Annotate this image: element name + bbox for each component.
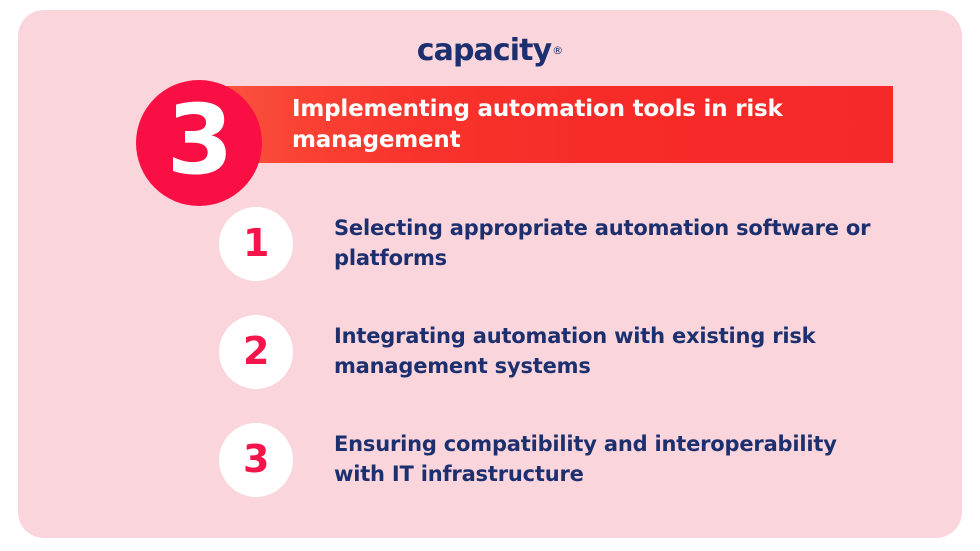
registered-trademark-icon: ® [552, 43, 564, 57]
step-number-circle: 2 [219, 315, 293, 389]
step-number: 2 [243, 329, 269, 373]
brand-name: capacity [416, 33, 552, 68]
step-label: Selecting appropriate automation softwar… [334, 216, 871, 270]
step-number: 3 [243, 437, 269, 481]
step-number-circle: 1 [219, 207, 293, 281]
list-item: 3 Ensuring compatibility and interoperab… [219, 407, 919, 515]
section-number-badge: 3 [136, 80, 262, 206]
brand-logo: capacity® [18, 36, 962, 66]
list-item: 2 Integrating automation with existing r… [219, 299, 919, 407]
infographic-card: capacity® Implementing automation tools … [18, 10, 962, 538]
page-title: Implementing automation tools in risk ma… [292, 96, 783, 153]
header-banner: Implementing automation tools in risk ma… [193, 86, 893, 163]
step-number: 1 [243, 221, 269, 265]
step-number-circle: 3 [219, 423, 293, 497]
section-number: 3 [166, 84, 234, 196]
step-label: Ensuring compatibility and interoperabil… [334, 432, 837, 486]
list-item: 1 Selecting appropriate automation softw… [219, 191, 919, 299]
steps-list: 1 Selecting appropriate automation softw… [219, 191, 919, 515]
step-label: Integrating automation with existing ris… [334, 324, 816, 378]
